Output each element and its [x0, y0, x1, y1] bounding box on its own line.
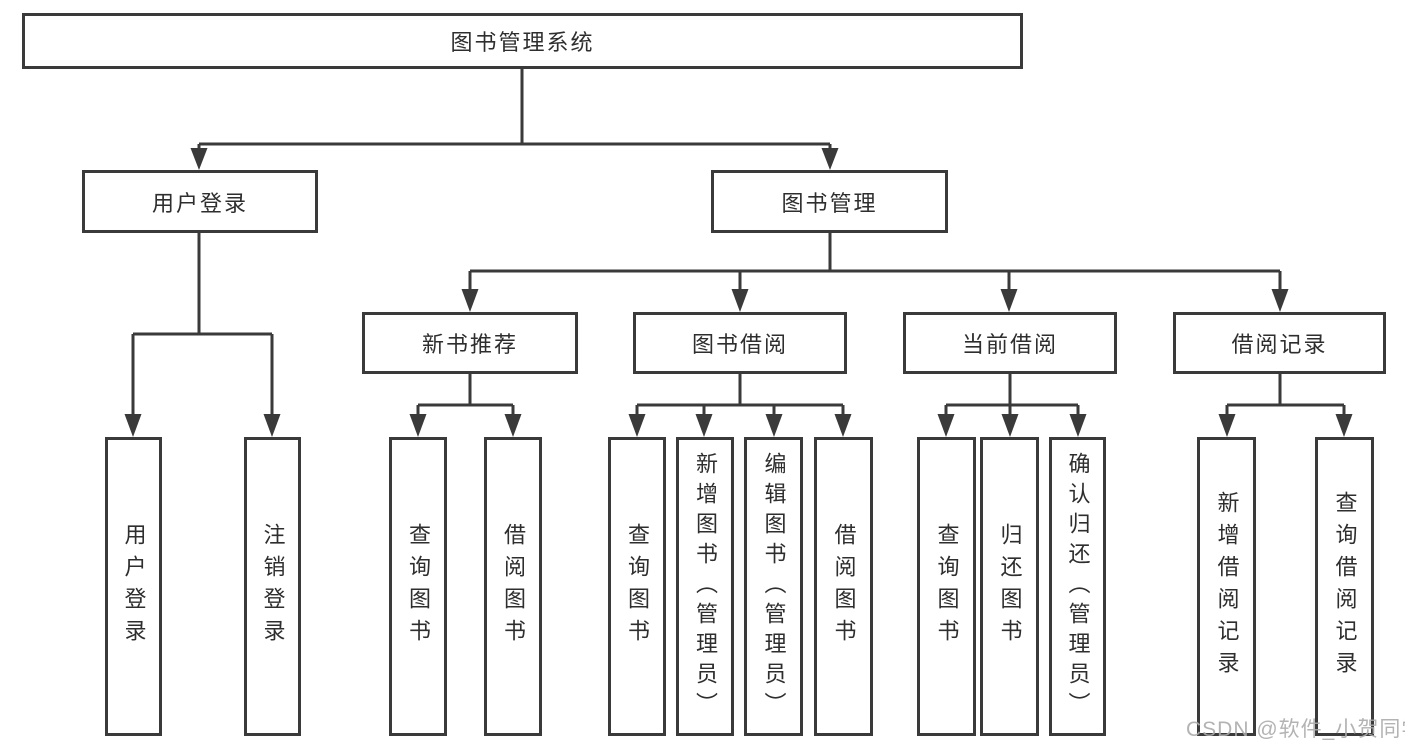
- leaf-confirm-return-admin: 确认归还（管理员）: [1049, 437, 1106, 736]
- node-book-management: 图书管理: [711, 170, 948, 233]
- node-label: 新书推荐: [421, 332, 518, 357]
- node-book-borrowing: 图书借阅: [633, 312, 847, 374]
- node-label: 图书管理: [781, 190, 878, 216]
- leaf-borrow-books-borrowing: 借阅图书: [814, 437, 873, 736]
- node-label: 当前借阅: [961, 332, 1058, 357]
- watermark-csdn: CSDN @软件_小贺同学: [1186, 718, 1405, 741]
- leaf-query-borrow-record: 查询借阅记录: [1315, 437, 1374, 736]
- node-new-book-recommend: 新书推荐: [362, 312, 578, 374]
- leaf-label: 注销登录: [260, 522, 286, 651]
- node-label: 用户登录: [151, 190, 248, 216]
- leaf-label: 确认归还（管理员）: [1065, 451, 1091, 722]
- leaf-return-books: 归还图书: [980, 437, 1039, 736]
- leaf-query-books-current: 查询图书: [917, 437, 976, 736]
- leaf-label: 查询图书: [934, 522, 960, 651]
- leaf-query-books-borrowing: 查询图书: [608, 437, 666, 736]
- leaf-borrow-books-recommend: 借阅图书: [484, 437, 542, 736]
- leaf-label: 借阅图书: [501, 522, 526, 651]
- node-borrow-records: 借阅记录: [1173, 312, 1386, 374]
- leaf-label: 新增图书（管理员）: [693, 451, 718, 722]
- leaf-label: 查询图书: [406, 522, 431, 651]
- leaf-logout-login: 注销登录: [244, 437, 301, 736]
- leaf-label: 查询图书: [625, 522, 650, 651]
- node-label: 借阅记录: [1231, 332, 1328, 357]
- leaf-label: 归还图书: [997, 522, 1023, 651]
- leaf-label: 用户登录: [121, 522, 147, 651]
- leaf-user-login: 用户登录: [105, 437, 162, 736]
- leaf-add-borrow-record: 新增借阅记录: [1197, 437, 1256, 736]
- leaf-label: 编辑图书（管理员）: [761, 451, 787, 722]
- leaf-label: 查询借阅记录: [1332, 490, 1358, 683]
- leaf-edit-book-admin: 编辑图书（管理员）: [744, 437, 803, 736]
- node-current-borrowing: 当前借阅: [903, 312, 1117, 374]
- node-label: 图书管理系统: [450, 30, 595, 55]
- leaf-label: 新增借阅记录: [1214, 490, 1240, 683]
- leaf-query-books-recommend: 查询图书: [389, 437, 447, 736]
- node-label: 图书借阅: [691, 332, 788, 357]
- node-user-login: 用户登录: [82, 170, 318, 233]
- leaf-add-book-admin: 新增图书（管理员）: [676, 437, 734, 736]
- leaf-label: 借阅图书: [831, 522, 857, 651]
- node-library-management-system: 图书管理系统: [22, 13, 1023, 69]
